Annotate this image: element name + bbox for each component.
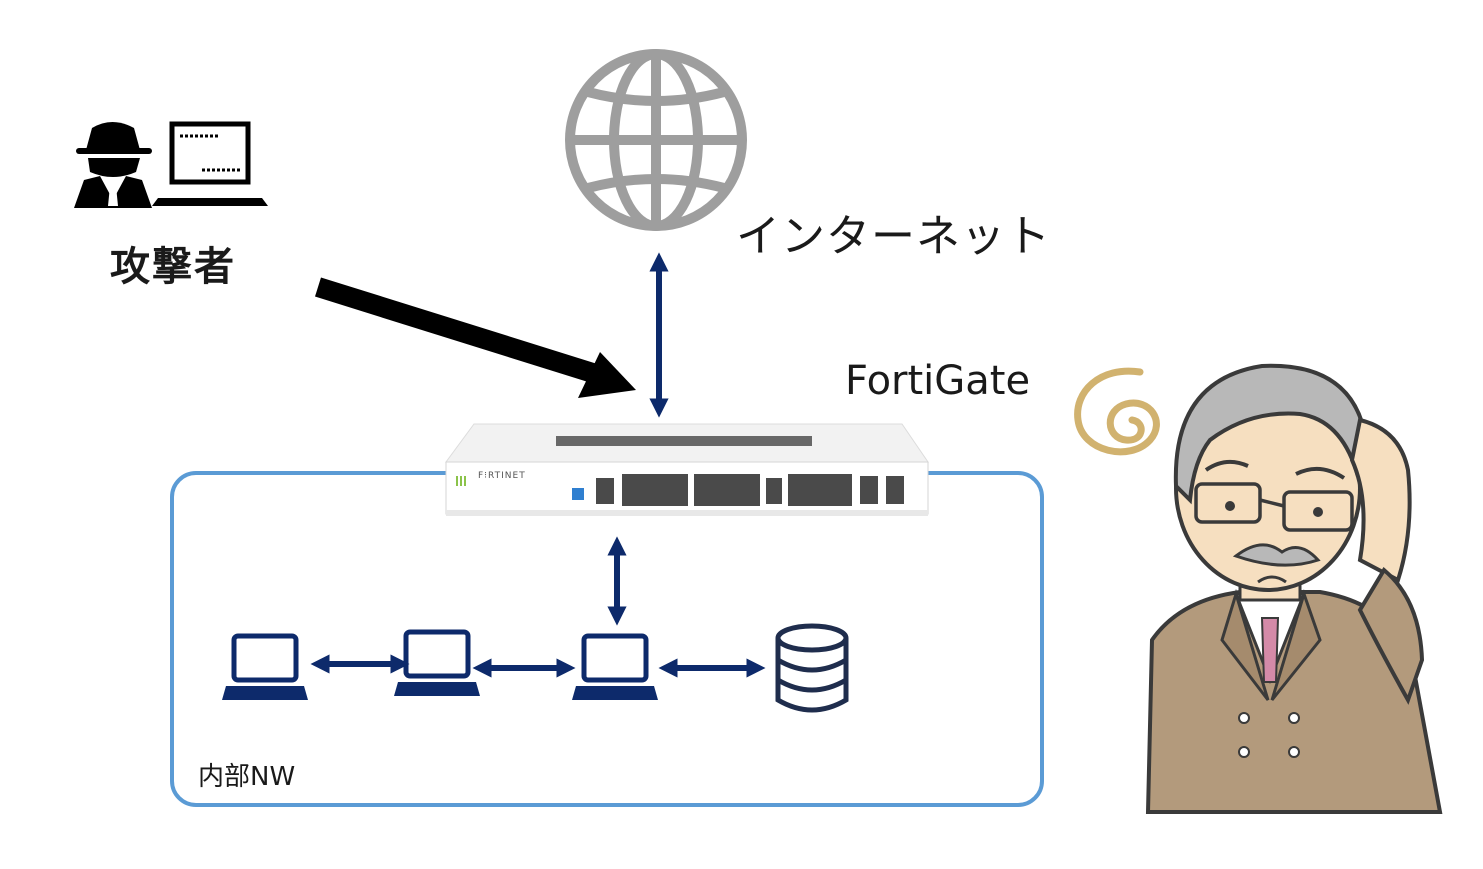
laptop-icon — [394, 629, 480, 696]
internet-label: インターネット — [736, 211, 1051, 262]
confused-swirl-icon — [1074, 367, 1160, 456]
attacker-label: 攻撃者 — [110, 244, 236, 290]
confused-man-illustration — [1145, 363, 1443, 814]
attacker-icon — [74, 122, 152, 208]
database-icon — [775, 623, 849, 713]
firewall-brand-logo: F⁝RTINET — [478, 471, 526, 481]
attacker-laptop-icon — [152, 121, 268, 206]
globe-icon — [565, 49, 747, 231]
firewall-appliance — [445, 423, 929, 516]
laptop-icon — [222, 633, 308, 700]
fortigate-label: FortiGate — [845, 358, 1031, 404]
attack-arrow — [315, 277, 636, 398]
laptop-icon — [572, 633, 658, 700]
internal-network-label: 内部NW — [198, 762, 296, 792]
